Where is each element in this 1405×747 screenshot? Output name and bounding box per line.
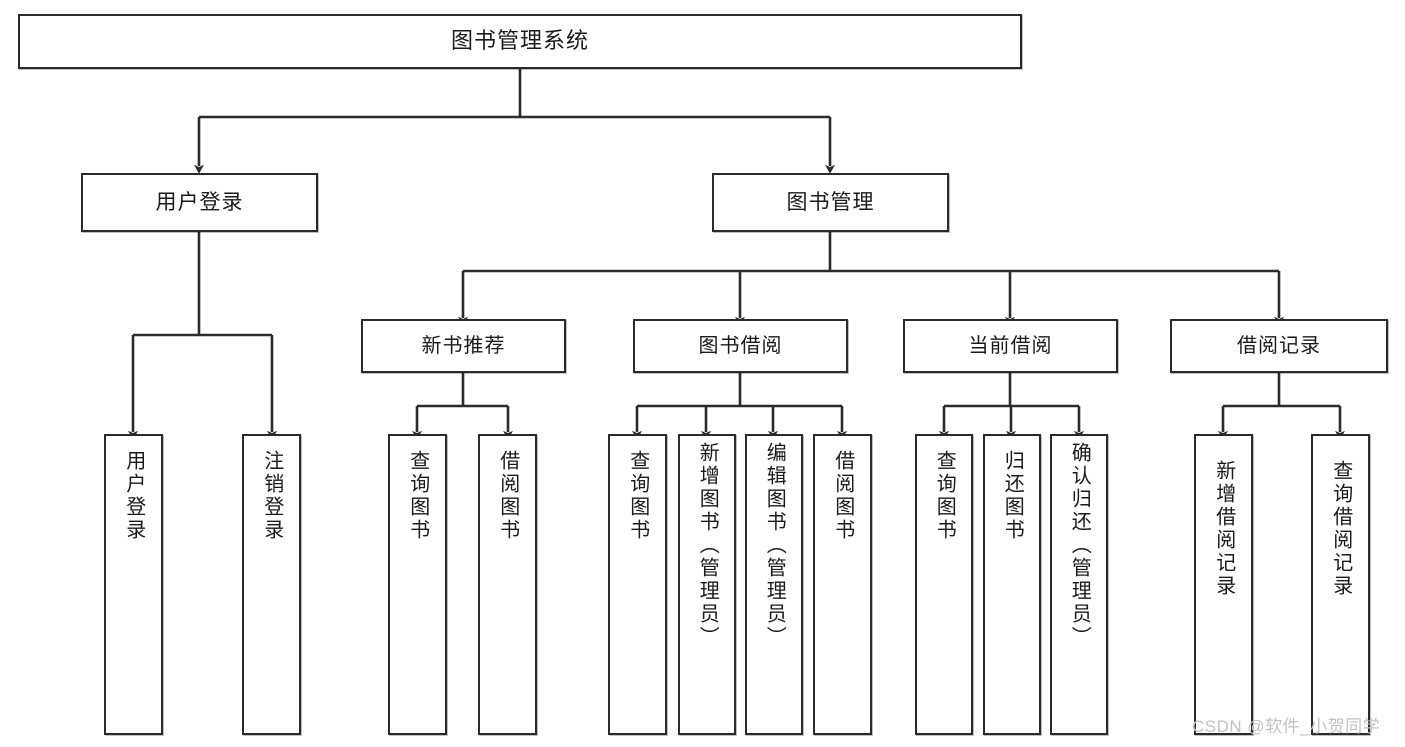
node-root[interactable]: 图书管理系统 xyxy=(18,14,1022,69)
leaf-query-book-recommend[interactable]: 查询图书 xyxy=(388,434,447,735)
leaf-add-book-admin[interactable]: 新增图书（管理员） xyxy=(678,434,736,735)
node-book-borrow[interactable]: 图书借阅 xyxy=(633,319,848,373)
leaf-user-login-label: 用户登录 xyxy=(122,450,145,542)
leaf-borrow-book-recommend[interactable]: 借阅图书 xyxy=(478,434,537,735)
node-borrow-record[interactable]: 借阅记录 xyxy=(1170,319,1388,373)
leaf-user-login[interactable]: 用户登录 xyxy=(104,434,163,735)
leaf-query-book-borrow[interactable]: 查询图书 xyxy=(608,434,667,735)
leaf-edit-book-admin-label: 编辑图书（管理员） xyxy=(763,442,786,649)
leaf-return-book[interactable]: 归还图书 xyxy=(983,434,1041,735)
leaf-add-borrow-record-label: 新增借阅记录 xyxy=(1212,460,1235,598)
leaf-borrow-book[interactable]: 借阅图书 xyxy=(813,434,872,735)
node-borrow-record-label: 借阅记录 xyxy=(1237,335,1321,357)
leaf-query-book-current[interactable]: 查询图书 xyxy=(915,434,973,735)
node-current-borrow[interactable]: 当前借阅 xyxy=(903,319,1118,373)
leaf-return-book-label: 归还图书 xyxy=(1001,450,1024,542)
leaf-query-book-recommend-label: 查询图书 xyxy=(406,450,429,542)
leaf-logout-label: 注销登录 xyxy=(260,450,283,542)
leaf-borrow-book-recommend-label: 借阅图书 xyxy=(496,450,519,542)
node-user-login-label: 用户登录 xyxy=(155,190,244,214)
leaf-add-borrow-record[interactable]: 新增借阅记录 xyxy=(1194,434,1253,735)
leaf-query-borrow-record[interactable]: 查询借阅记录 xyxy=(1311,434,1370,735)
node-book-management-label: 图书管理 xyxy=(786,190,875,214)
leaf-add-book-admin-label: 新增图书（管理员） xyxy=(696,442,719,649)
node-book-borrow-label: 图书借阅 xyxy=(698,335,783,357)
node-root-label: 图书管理系统 xyxy=(450,28,589,54)
leaf-query-book-current-label: 查询图书 xyxy=(933,450,956,542)
node-user-login[interactable]: 用户登录 xyxy=(81,173,318,232)
node-new-book-recommend-label: 新书推荐 xyxy=(421,335,506,357)
csdn-watermark: CSDN @软件_小贺同学 xyxy=(1192,717,1381,736)
node-new-book-recommend[interactable]: 新书推荐 xyxy=(361,319,566,373)
leaf-query-book-borrow-label: 查询图书 xyxy=(626,450,649,542)
leaf-logout[interactable]: 注销登录 xyxy=(242,434,301,735)
leaf-confirm-return-admin[interactable]: 确认归还（管理员） xyxy=(1050,434,1108,735)
leaf-borrow-book-label: 借阅图书 xyxy=(831,450,854,542)
node-current-borrow-label: 当前借阅 xyxy=(968,335,1053,357)
node-book-management[interactable]: 图书管理 xyxy=(712,173,949,232)
leaf-confirm-return-admin-label: 确认归还（管理员） xyxy=(1068,442,1091,649)
leaf-query-borrow-record-label: 查询借阅记录 xyxy=(1329,460,1352,598)
leaf-edit-book-admin[interactable]: 编辑图书（管理员） xyxy=(745,434,803,735)
